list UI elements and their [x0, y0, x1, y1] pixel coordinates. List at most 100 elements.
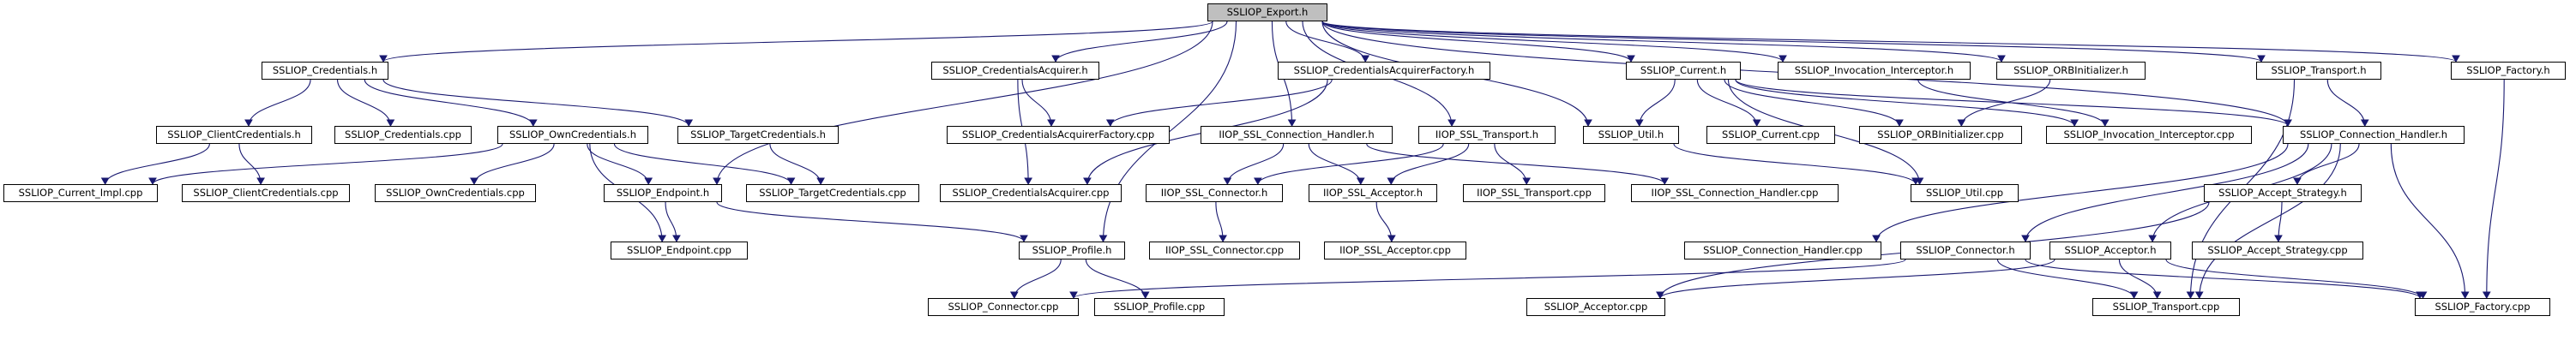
graph-node-label: SSLIOP_Current.cpp: [1722, 128, 1820, 140]
graph-edge: [1735, 79, 2289, 127]
graph-edge: [1375, 201, 1393, 242]
graph-edge-arrow: [256, 177, 265, 186]
graph-edge-arrow: [1356, 177, 1365, 186]
graph-edge: [665, 201, 677, 242]
graph-edge-arrow: [816, 177, 825, 186]
graph-node-n40[interactable]: SSLIOP_Accept_Strategy.cpp: [2192, 242, 2363, 260]
graph-node-n35[interactable]: IIOP_SSL_Connector.cpp: [1149, 242, 1300, 260]
graph-edge-arrow: [1660, 177, 1670, 186]
graph-node-n24[interactable]: SSLIOP_Endpoint.h: [604, 184, 722, 202]
graph-edge-arrow: [2284, 119, 2292, 128]
graph-edge-arrow: [1219, 235, 1227, 243]
graph-node-n42[interactable]: SSLIOP_Profile.cpp: [1094, 298, 1225, 316]
graph-edge-arrow: [2021, 235, 2030, 243]
graph-edge: [769, 143, 822, 185]
graph-edge-arrow: [1098, 235, 1108, 243]
graph-edge-arrow: [2129, 291, 2139, 300]
graph-node-n32[interactable]: SSLIOP_Accept_Strategy.h: [2204, 184, 2362, 202]
graph-node-label: SSLIOP_Profile.cpp: [1113, 300, 1206, 313]
graph-node-n36[interactable]: IIOP_SSL_Acceptor.cpp: [1324, 242, 1466, 260]
graph-node-n23[interactable]: SSLIOP_OwnCredentials.cpp: [375, 184, 536, 202]
graph-node-n21[interactable]: SSLIOP_Current_Impl.cpp: [3, 184, 158, 202]
graph-node-label: SSLIOP_Connector.cpp: [948, 300, 1059, 313]
graph-node-n27[interactable]: IIOP_SSL_Connector.h: [1146, 184, 1283, 202]
graph-node-n22[interactable]: SSLIOP_ClientCredentials.cpp: [182, 184, 350, 202]
graph-edge-arrow: [1656, 291, 1664, 300]
graph-edge-arrow: [1024, 177, 1032, 186]
graph-edge-arrow: [386, 119, 395, 128]
graph-node-n9[interactable]: SSLIOP_ClientCredentials.h: [156, 126, 312, 144]
graph-node-n7[interactable]: SSLIOP_Transport.h: [2256, 62, 2381, 80]
graph-node-n0[interactable]: SSLIOP_Export.h: [1207, 3, 1327, 21]
graph-node-n43[interactable]: SSLIOP_Acceptor.cpp: [1526, 298, 1665, 316]
graph-node-n2[interactable]: SSLIOP_CredentialsAcquirer.h: [931, 62, 1099, 80]
graph-edge: [1014, 259, 1062, 299]
graph-edge: [1321, 21, 2262, 63]
graph-edge: [238, 143, 262, 185]
graph-node-label: SSLIOP_OwnCredentials.cpp: [386, 186, 525, 199]
graph-edge-arrow: [100, 177, 110, 186]
graph-edge: [1321, 21, 1632, 63]
graph-node-label: SSLIOP_CredentialsAcquirer.h: [942, 63, 1088, 76]
graph-node-n20[interactable]: SSLIOP_Connection_Handler.h: [2283, 126, 2465, 144]
graph-node-n16[interactable]: SSLIOP_Util.h: [1583, 126, 1679, 144]
graph-edge-arrow: [2452, 55, 2460, 63]
graph-node-n37[interactable]: SSLIOP_Connection_Handler.cpp: [1684, 242, 1881, 260]
graph-node-n1[interactable]: SSLIOP_Credentials.h: [262, 62, 388, 80]
graph-node-n44[interactable]: SSLIOP_Transport.cpp: [2092, 298, 2240, 316]
graph-node-n14[interactable]: IIOP_SSL_Connection_Handler.h: [1201, 126, 1393, 144]
graph-node-n34[interactable]: SSLIOP_Profile.h: [1019, 242, 1125, 260]
graph-node-n3[interactable]: SSLIOP_CredentialsAcquirerFactory.h: [1278, 62, 1490, 80]
graph-node-n31[interactable]: SSLIOP_Util.cpp: [1911, 184, 2019, 202]
graph-edge: [2296, 143, 2360, 185]
graph-node-n5[interactable]: SSLIOP_Invocation_Interceptor.h: [1778, 62, 1971, 80]
graph-edge: [1226, 143, 1285, 185]
graph-node-n10[interactable]: SSLIOP_Credentials.cpp: [334, 126, 472, 144]
graph-node-label: SSLIOP_Acceptor.cpp: [1544, 300, 1648, 313]
graph-node-n25[interactable]: SSLIOP_TargetCredentials.cpp: [746, 184, 919, 202]
graph-edge-arrow: [1584, 119, 1592, 128]
graph-node-n11[interactable]: SSLIOP_OwnCredentials.h: [497, 126, 648, 144]
graph-node-n30[interactable]: IIOP_SSL_Connection_Handler.cpp: [1631, 184, 1839, 202]
graph-node-n8[interactable]: SSLIOP_Factory.h: [2451, 62, 2566, 80]
graph-node-n19[interactable]: SSLIOP_Invocation_Interceptor.cpp: [2046, 126, 2252, 144]
graph-node-n41[interactable]: SSLIOP_Connector.cpp: [928, 298, 1079, 316]
graph-edge-arrow: [672, 235, 681, 243]
graph-edge-arrow: [1752, 119, 1761, 128]
graph-node-n6[interactable]: SSLIOP_ORBInitializer.h: [1996, 62, 2146, 80]
graph-node-label: SSLIOP_OwnCredentials.h: [509, 128, 636, 140]
graph-node-n4[interactable]: SSLIOP_Current.h: [1626, 62, 1741, 80]
graph-edge: [364, 79, 534, 127]
graph-node-label: IIOP_SSL_Acceptor.h: [1322, 186, 1423, 199]
graph-node-n18[interactable]: SSLIOP_ORBInitializer.cpp: [1859, 126, 2022, 144]
graph-node-n28[interactable]: IIOP_SSL_Acceptor.h: [1309, 184, 1437, 202]
graph-edge: [587, 143, 649, 185]
graph-node-n39[interactable]: SSLIOP_Acceptor.h: [2049, 242, 2171, 260]
graph-edge: [382, 79, 689, 127]
graph-edge-arrow: [1361, 55, 1370, 63]
graph-node-n26[interactable]: SSLIOP_CredentialsAcquirer.cpp: [940, 184, 1122, 202]
graph-node-n15[interactable]: IIOP_SSL_Transport.h: [1418, 126, 1556, 144]
graph-node-n12[interactable]: SSLIOP_TargetCredentials.h: [677, 126, 839, 144]
graph-edge: [2118, 259, 2158, 299]
graph-edge: [1308, 143, 1362, 185]
graph-node-n33[interactable]: SSLIOP_Endpoint.cpp: [611, 242, 748, 260]
graph-edge: [1960, 79, 2051, 127]
graph-edge-arrow: [1957, 119, 1966, 128]
graph-edge-arrow: [1895, 119, 1904, 128]
graph-edge: [2025, 259, 2421, 299]
graph-node-n13[interactable]: SSLIOP_CredentialsAcquirerFactory.cpp: [947, 126, 1170, 144]
graph-edge: [382, 21, 1213, 63]
graph-node-label: SSLIOP_Connection_Handler.h: [2299, 128, 2448, 140]
graph-node-label: SSLIOP_Accept_Strategy.h: [2218, 186, 2347, 199]
graph-node-n17[interactable]: SSLIOP_Current.cpp: [1706, 126, 1835, 144]
graph-node-n45[interactable]: SSLIOP_Factory.cpp: [2415, 298, 2550, 316]
graph-edge-arrow: [470, 177, 478, 186]
graph-edge-arrow: [658, 235, 667, 243]
graph-edge-arrow: [2148, 235, 2157, 243]
graph-edge-arrow: [244, 119, 253, 128]
graph-edge-arrow: [684, 119, 694, 128]
graph-node-n29[interactable]: IIOP_SSL_Transport.cpp: [1463, 184, 1605, 202]
graph-edge: [1639, 79, 1676, 127]
graph-node-n38[interactable]: SSLIOP_Connector.h: [1900, 242, 2031, 260]
